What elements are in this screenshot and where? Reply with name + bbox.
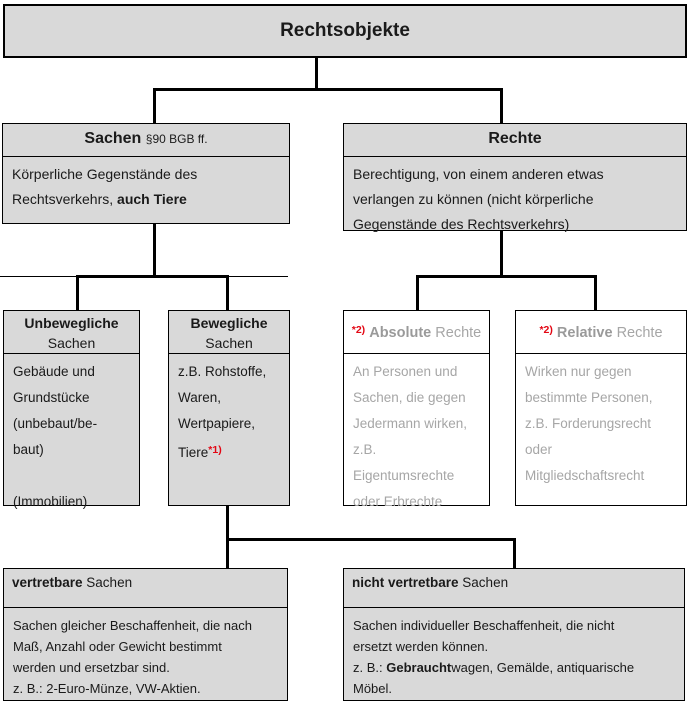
text-line: Körperliche Gegenstände des: [12, 166, 198, 182]
box-unbewegliche-header: Unbewegliche Sachen: [4, 311, 139, 354]
text-line: z. B.: Gebrauchtwagen, Gemälde, antiquar…: [353, 660, 635, 675]
text-line: z.B. Forderungsrecht: [525, 416, 652, 431]
box-vertretbare-header: vertretbare Sachen: [4, 569, 287, 608]
box-absolute-header: *2) Absolute Rechte: [344, 311, 489, 354]
connector-rechte-bar: [416, 275, 597, 278]
text-line: Sachen individueller Beschaffenheit, die…: [353, 618, 615, 633]
connector-stub-absolute: [416, 275, 419, 310]
box-unbewegliche-body: Gebäude und Grundstücke (unbebaut/be- ba…: [4, 354, 139, 515]
connector-stub-relative: [594, 275, 597, 310]
text-line: Mitgliedschaftsrecht: [525, 468, 645, 483]
text-line: ersetzt werden können.: [353, 639, 489, 654]
footnote-marker-2: *2): [539, 324, 553, 336]
box-bewegliche-sachen: Bewegliche Sachen z.B. Rohstoffe, Waren,…: [168, 310, 290, 506]
box-rechte-header: Rechte: [344, 124, 686, 157]
text-line: Grundstücke: [13, 390, 90, 405]
connector-rechte-stem: [500, 231, 503, 277]
box-relative-body: Wirken nur gegen bestimmte Personen, z.B…: [516, 354, 686, 489]
text-line: (Immobilien): [13, 494, 88, 509]
connector-stub-unbewegliche: [76, 275, 79, 310]
text-line: oder: [525, 442, 553, 457]
text-line: An Personen und: [353, 364, 458, 379]
text-line: werden und ersetzbar sind.: [13, 660, 170, 675]
text-line: Gebäude und: [13, 364, 95, 379]
text-line: Berechtigung, von einem anderen etwas: [353, 166, 604, 182]
connector-root-stem: [315, 58, 318, 90]
box-nicht-vertretbare-sachen: nicht vertretbare Sachen Sachen individu…: [343, 568, 685, 701]
text-line: z.B.: [353, 442, 377, 457]
text-line: Wirken nur gegen: [525, 364, 632, 379]
connector-bewegliche-stem: [226, 506, 229, 568]
text-line: bestimmte Personen,: [525, 390, 653, 405]
text-line: Wertpapiere,: [178, 416, 256, 431]
text-line: Sachen, die gegen: [353, 390, 466, 405]
box-rechte: Rechte Berechtigung, von einem anderen e…: [343, 123, 687, 232]
root-box-rechtsobjekte: Rechtsobjekte: [3, 4, 687, 58]
box-unbewegliche-sachen: Unbewegliche Sachen Gebäude und Grundstü…: [3, 310, 140, 509]
text-line: verlangen zu können (nicht körperliche: [353, 191, 594, 207]
box-absolute-body: An Personen und Sachen, die gegen Jederm…: [344, 354, 489, 515]
text-line: [13, 463, 130, 489]
box-sachen-body: Körperliche Gegenstände des Rechtsverkeh…: [3, 157, 289, 212]
box-vertretbare-sachen: vertretbare Sachen Sachen gleicher Besch…: [3, 568, 288, 701]
box-sachen: Sachen §90 BGB ff. Körperliche Gegenstän…: [2, 123, 290, 224]
box-nicht-vertretbare-header: nicht vertretbare Sachen: [344, 569, 684, 608]
text-line: Sachen gleicher Beschaffenheit, die nach: [13, 618, 252, 633]
diagram-title: Rechtsobjekte: [280, 20, 410, 41]
box-absolute-rechte: *2) Absolute Rechte An Personen und Sach…: [343, 310, 490, 509]
connector-stub-rechte: [500, 88, 503, 123]
text-line: Tiere*1): [178, 444, 222, 460]
connector-sachen-bar: [76, 275, 229, 278]
box-bewegliche-header: Bewegliche Sachen: [169, 311, 289, 354]
text-line: Jedermann wirken,: [353, 416, 468, 431]
text-line: Eigentumsrechte: [353, 468, 455, 483]
connector-stub-bewegliche: [226, 275, 229, 310]
rechte-header-label: Rechte: [488, 130, 542, 147]
box-relative-header: *2) Relative Rechte: [516, 311, 686, 354]
connector-root-bar: [153, 88, 503, 91]
text-line: Rechtsverkehrs, auch Tiere: [12, 191, 187, 207]
text-line: baut): [13, 442, 44, 457]
text-line: z. B.: 2-Euro-Münze, VW-Aktien.: [13, 681, 201, 696]
text-line: oder Erbrechte: [353, 494, 443, 509]
text-line: (unbebaut/be-: [13, 416, 98, 431]
box-sachen-header: Sachen §90 BGB ff.: [3, 124, 289, 157]
sachen-header-label: Sachen: [84, 130, 142, 147]
box-relative-rechte: *2) Relative Rechte Wirken nur gegen bes…: [515, 310, 687, 506]
connector-stub-nicht-vertretbare: [513, 538, 516, 568]
box-bewegliche-body: z.B. Rohstoffe, Waren, Wertpapiere, Tier…: [169, 354, 289, 466]
text-line: Maß, Anzahl oder Gewicht bestimmt: [13, 639, 222, 654]
connector-sachen-stem: [153, 224, 156, 277]
footnote-marker-2: *2): [351, 324, 366, 336]
sachen-header-ref: §90 BGB ff.: [145, 132, 208, 146]
connector-bewegliche-bar: [226, 538, 516, 541]
text-line: Möbel.: [353, 681, 393, 696]
connector-stub-sachen: [153, 88, 156, 123]
box-rechte-body: Berechtigung, von einem anderen etwas ve…: [344, 157, 686, 237]
box-nicht-vertretbare-body: Sachen individueller Beschaffenheit, die…: [344, 608, 684, 699]
text-line: Waren,: [178, 390, 222, 405]
footnote-marker-1: *1): [208, 444, 222, 456]
box-vertretbare-body: Sachen gleicher Beschaffenheit, die nach…: [4, 608, 287, 699]
text-line: z.B. Rohstoffe,: [178, 364, 267, 379]
text-line: Gegenstände des Rechtsverkehrs): [353, 216, 570, 232]
